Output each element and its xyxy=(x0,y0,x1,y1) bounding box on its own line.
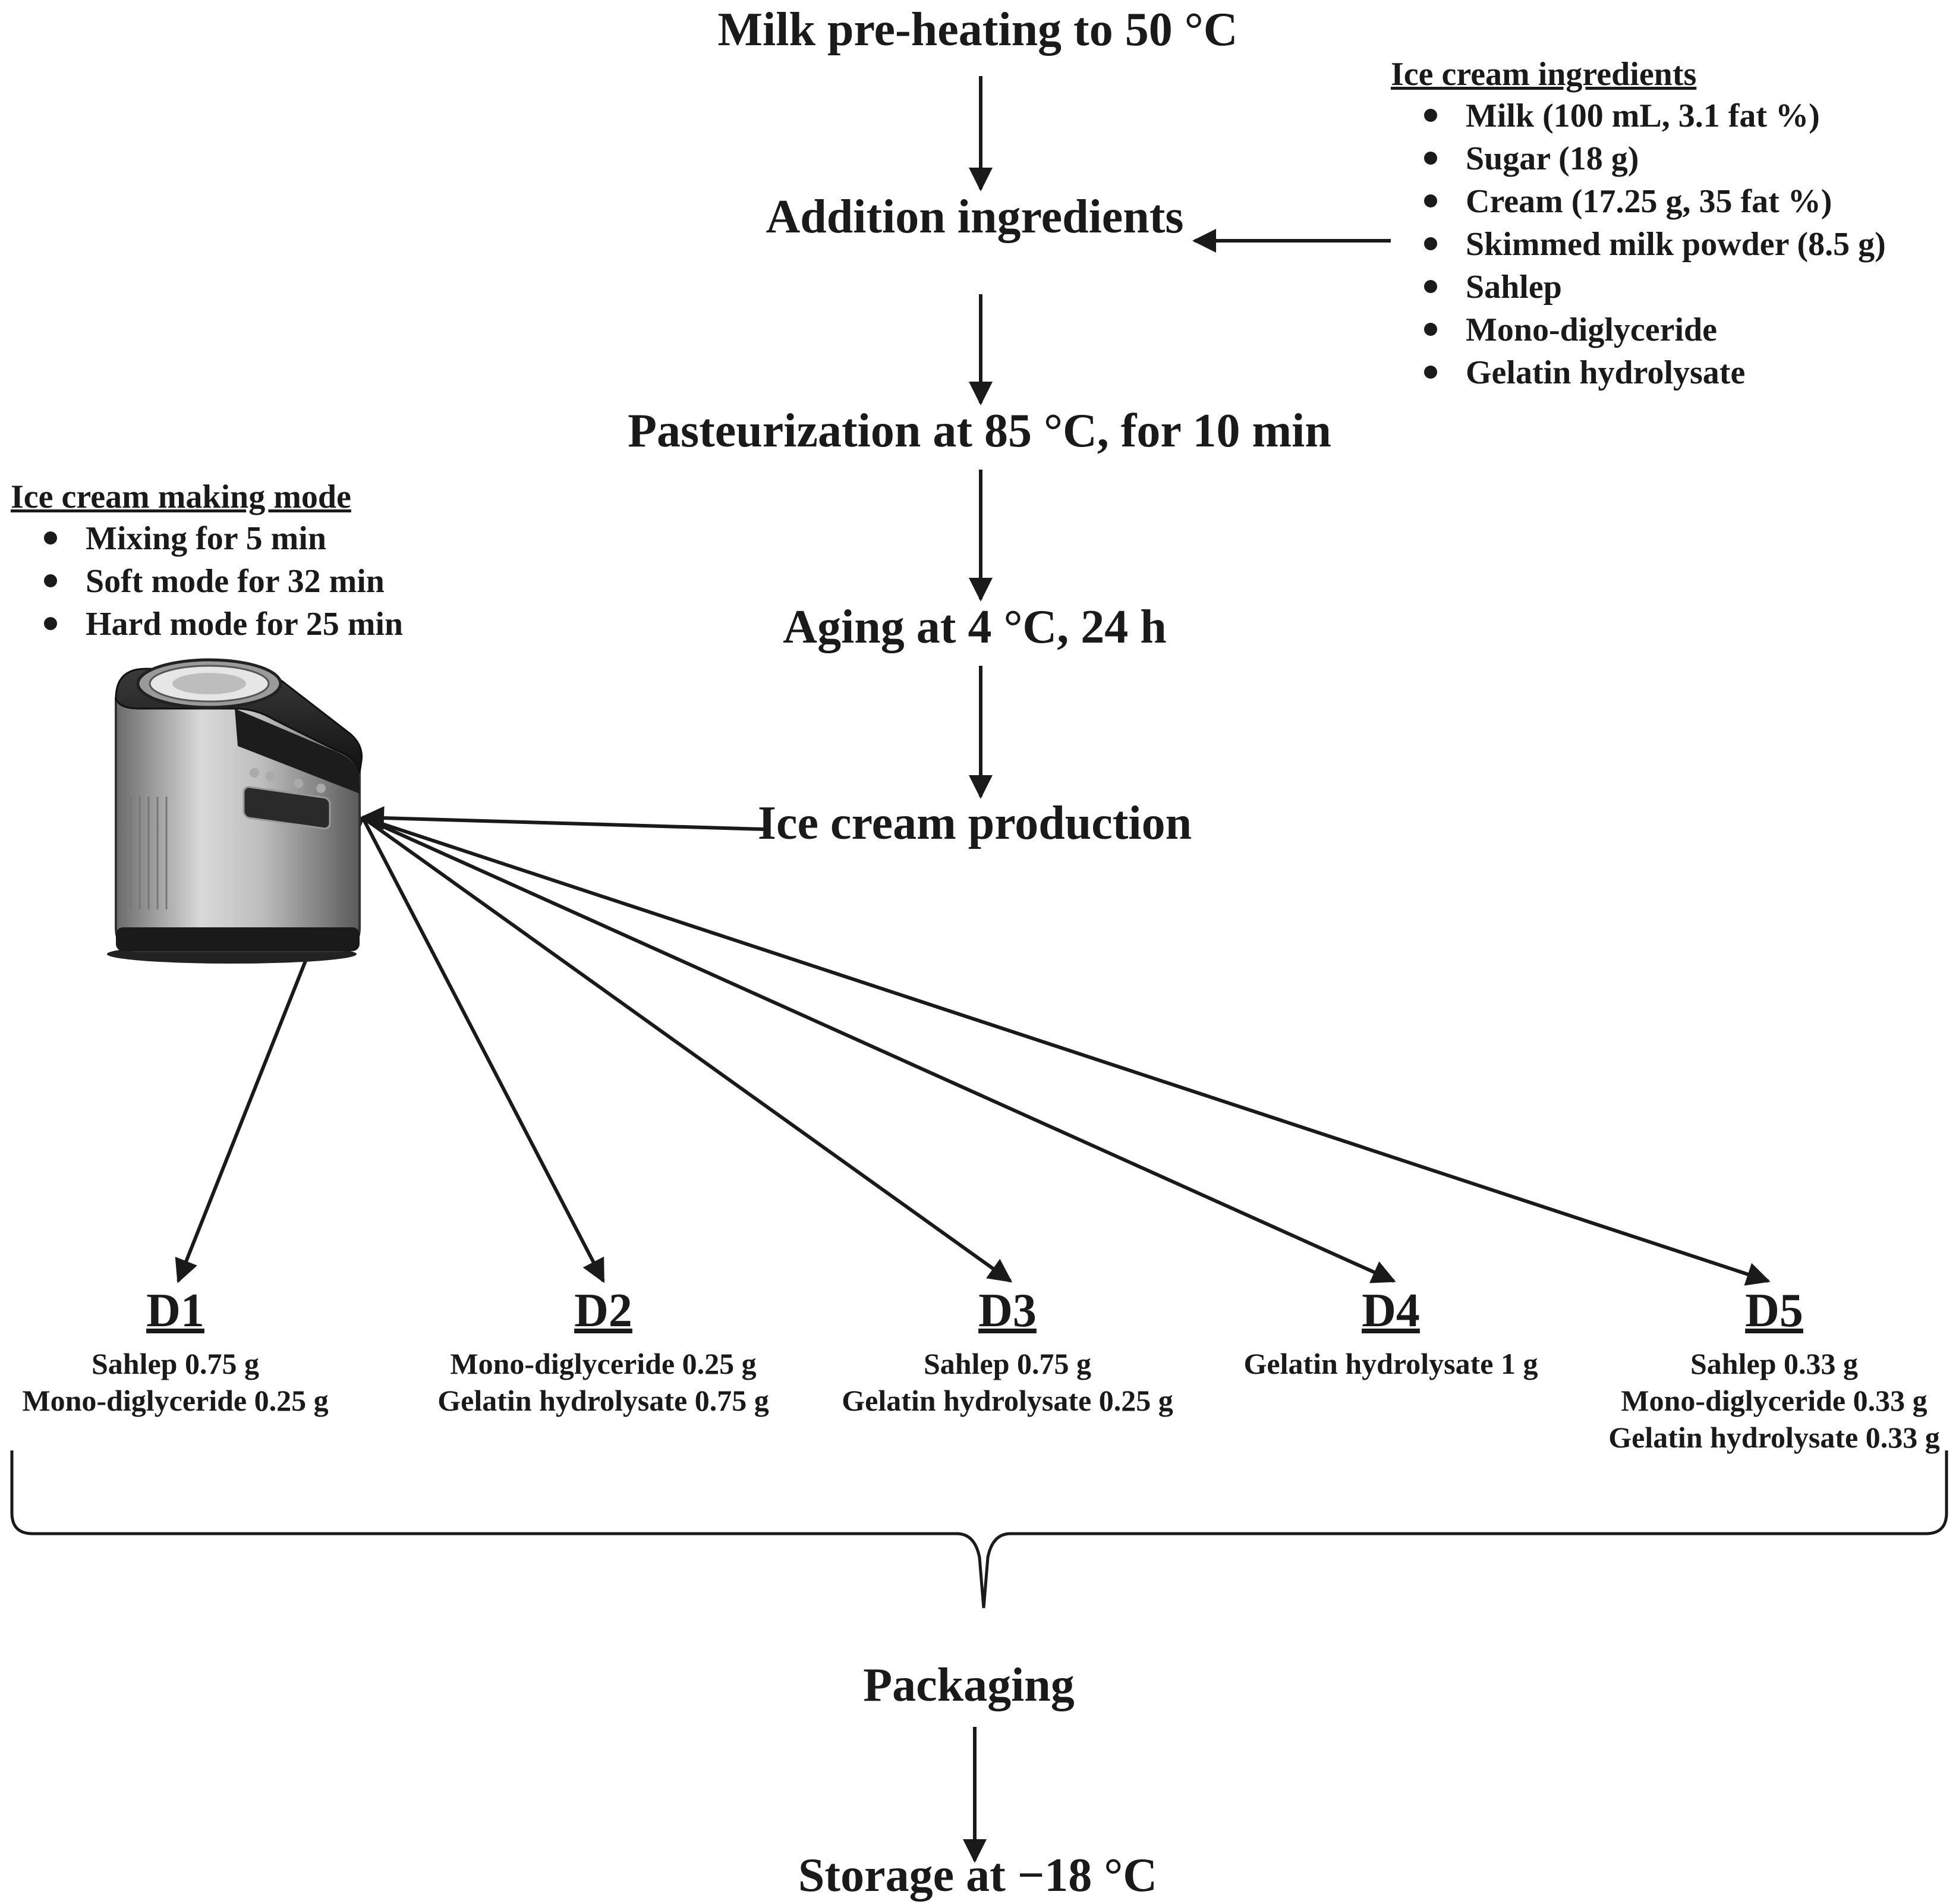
variant-d3: D3 Sahlep 0.75 g Gelatin hydrolysate 0.2… xyxy=(842,1287,1173,1419)
ingredient-label: Sahlep xyxy=(1466,269,1562,306)
list-item: Mixing for 5 min xyxy=(11,517,403,560)
variant-line: Gelatin hydrolysate 0.75 g xyxy=(437,1384,769,1417)
ingredient-label: Cream (17.25 g, 35 fat %) xyxy=(1466,183,1832,221)
variant-id: D1 xyxy=(146,1285,204,1337)
ingredients-list: Milk (100 mL, 3.1 fat %) Sugar (18 g) Cr… xyxy=(1391,95,1886,394)
bullet-icon xyxy=(1424,323,1437,336)
variant-id: D3 xyxy=(978,1285,1037,1337)
arrow-machine-to-d4 xyxy=(361,816,1396,1283)
bullet-icon xyxy=(1424,109,1437,122)
variant-line: Gelatin hydrolysate 0.33 g xyxy=(1608,1421,1940,1454)
variant-line: Sahlep 0.75 g xyxy=(91,1347,259,1380)
list-item: Milk (100 mL, 3.1 fat %) xyxy=(1391,95,1886,137)
variant-id: D2 xyxy=(574,1285,632,1337)
making-mode-list: Mixing for 5 min Soft mode for 32 min Ha… xyxy=(11,517,403,646)
variant-d5: D5 Sahlep 0.33 g Mono-diglyceride 0.33 g… xyxy=(1608,1287,1939,1456)
step-pasteurization: Pasteurization at 85 °C, for 10 min xyxy=(628,405,1331,457)
step-milk-preheating: Milk pre-heating to 50 °C xyxy=(717,4,1238,56)
making-mode-panel-title: Ice cream making mode xyxy=(11,479,351,515)
step-addition-ingredients: Addition ingredients xyxy=(766,191,1184,243)
bullet-icon xyxy=(44,574,57,588)
list-item: Sugar (18 g) xyxy=(1391,137,1886,180)
grouping-brace xyxy=(10,1450,1948,1609)
list-item: Skimmed milk powder (8.5 g) xyxy=(1391,223,1886,266)
bullet-icon xyxy=(1424,152,1437,165)
list-item: Soft mode for 32 min xyxy=(11,560,403,603)
ingredients-panel-title: Ice cream ingredients xyxy=(1391,56,1697,93)
ingredient-label: Sugar (18 g) xyxy=(1466,140,1639,178)
ingredient-label: Milk (100 mL, 3.1 fat %) xyxy=(1466,97,1820,135)
variant-id: D4 xyxy=(1362,1285,1420,1337)
variant-line: Mono-diglyceride 0.33 g xyxy=(1621,1384,1927,1417)
bullet-icon xyxy=(44,531,57,545)
arrow-machine-to-d5 xyxy=(362,816,1771,1286)
ingredient-label: Skimmed milk powder (8.5 g) xyxy=(1466,226,1886,263)
step-packaging: Packaging xyxy=(863,1659,1075,1711)
bullet-icon xyxy=(1424,280,1437,294)
mode-label: Mixing for 5 min xyxy=(86,520,326,558)
bullet-icon xyxy=(1424,194,1437,208)
list-item: Sahlep xyxy=(1391,266,1886,309)
variant-d4: D4 Gelatin hydrolysate 1 g xyxy=(1244,1287,1538,1382)
list-item: Gelatin hydrolysate xyxy=(1391,351,1886,394)
ice-cream-machine-icon xyxy=(107,658,363,964)
arrow-production-to-machine xyxy=(360,806,764,831)
variant-line: Gelatin hydrolysate 1 g xyxy=(1243,1347,1538,1380)
variant-line: Mono-diglyceride 0.25 g xyxy=(22,1384,329,1417)
arrow-machine-to-d2 xyxy=(361,816,605,1283)
variant-d2: D2 Mono-diglyceride 0.25 g Gelatin hydro… xyxy=(437,1287,769,1419)
variant-line: Sahlep 0.75 g xyxy=(923,1347,1092,1380)
list-item: Hard mode for 25 min xyxy=(11,603,403,646)
variant-d1: D1 Sahlep 0.75 g Mono-diglyceride 0.25 g xyxy=(22,1287,328,1419)
bullet-icon xyxy=(1424,237,1437,251)
mode-label: Soft mode for 32 min xyxy=(86,563,385,600)
ingredient-label: Gelatin hydrolysate xyxy=(1466,354,1746,392)
making-mode-panel: Ice cream making mode Mixing for 5 min S… xyxy=(11,477,403,646)
variant-line: Sahlep 0.33 g xyxy=(1690,1347,1859,1380)
arrow-machine-to-d3 xyxy=(361,816,1013,1283)
variant-line: Mono-diglyceride 0.25 g xyxy=(450,1347,757,1380)
step-ice-cream-production: Ice cream production xyxy=(757,797,1192,849)
step-aging: Aging at 4 °C, 24 h xyxy=(783,601,1167,653)
ingredients-panel: Ice cream ingredients Milk (100 mL, 3.1 … xyxy=(1391,55,1886,394)
list-item: Mono-diglyceride xyxy=(1391,309,1886,351)
bullet-icon xyxy=(1424,366,1437,379)
step-storage: Storage at −18 °C xyxy=(798,1849,1158,1902)
ingredient-label: Mono-diglyceride xyxy=(1466,311,1718,349)
list-item: Cream (17.25 g, 35 fat %) xyxy=(1391,180,1886,223)
variant-id: D5 xyxy=(1745,1285,1803,1337)
mode-label: Hard mode for 25 min xyxy=(86,606,404,643)
bullet-icon xyxy=(44,617,57,631)
variant-line: Gelatin hydrolysate 0.25 g xyxy=(842,1384,1173,1417)
